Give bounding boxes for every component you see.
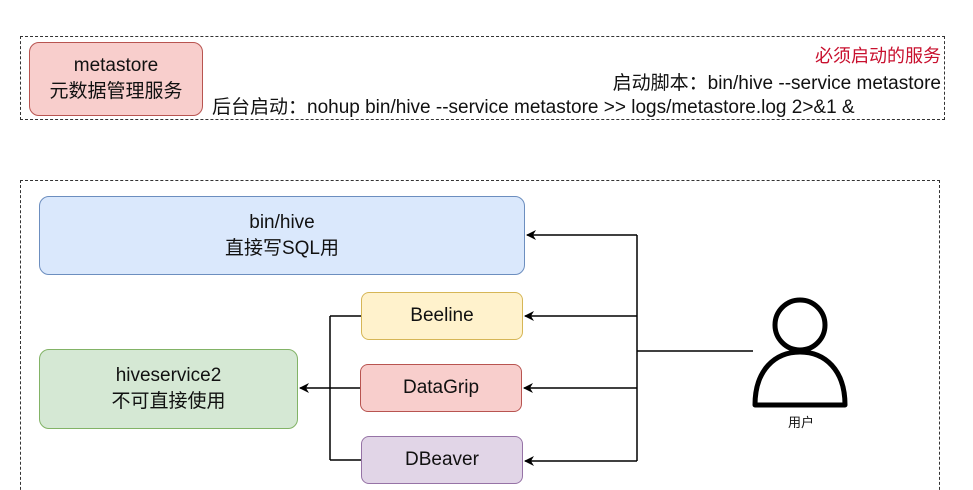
hiveserver2-title: hiveservice2 — [115, 365, 222, 386]
hive-cli-subtitle: 直接写SQL用 — [224, 237, 340, 259]
datagrip-label: DataGrip — [402, 377, 480, 398]
hiveserver2-subtitle: 不可直接使用 — [111, 391, 226, 412]
metastore-subtitle: 元数据管理服务 — [49, 81, 183, 102]
beeline-box: Beeline — [361, 292, 523, 340]
clients-section-frame — [20, 180, 940, 490]
metastore-section-frame — [20, 36, 945, 120]
hiveserver2-box: hiveservice2 不可直接使用 — [39, 349, 298, 429]
background-start-text: 后台启动：nohup bin/hive --service metastore … — [212, 97, 855, 118]
hive-cli-box: bin/hive 直接写SQL用 — [39, 196, 525, 275]
user-label: 用户 — [787, 415, 814, 430]
user-icon — [752, 297, 848, 408]
required-service-label: 必须启动的服务 — [815, 46, 941, 66]
datagrip-box: DataGrip — [360, 364, 522, 412]
start-script-text: 启动脚本：bin/hive --service metastore — [612, 73, 941, 94]
hive-cli-title: bin/hive — [249, 211, 315, 233]
metastore-box: metastore 元数据管理服务 — [29, 42, 203, 116]
dbeaver-box: DBeaver — [361, 436, 523, 484]
metastore-title: metastore — [73, 55, 159, 76]
dbeaver-label: DBeaver — [405, 449, 479, 470]
beeline-label: Beeline — [410, 305, 474, 326]
